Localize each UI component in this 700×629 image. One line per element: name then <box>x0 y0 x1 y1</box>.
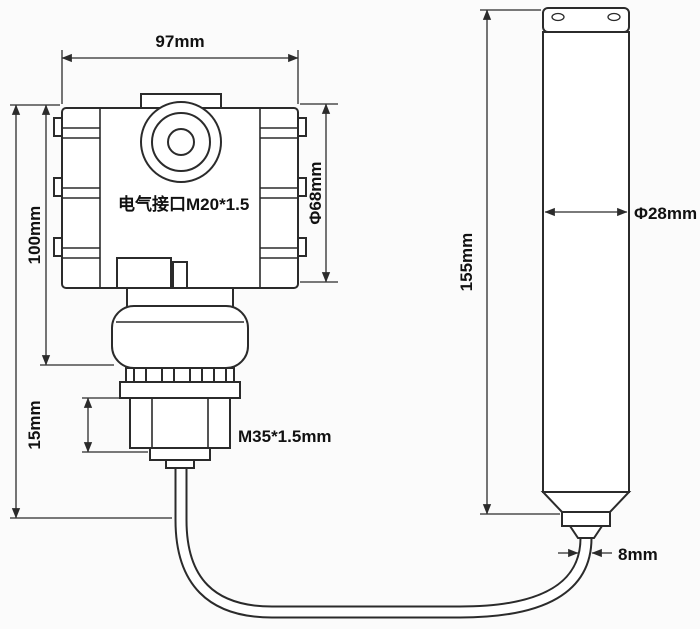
bolt-head <box>161 367 175 383</box>
terminal-block <box>172 261 188 289</box>
dim-label-flange-height: 15mm <box>25 400 44 449</box>
process-connection-barrel <box>111 305 249 369</box>
level-probe <box>540 7 632 539</box>
cable-outline <box>174 466 593 619</box>
bolt-head <box>189 367 203 383</box>
dim-overall-left <box>10 104 172 519</box>
transmitter-housing <box>53 93 307 469</box>
flange <box>119 367 241 399</box>
mounting-nut <box>129 397 231 469</box>
cap-tab <box>297 237 307 257</box>
dim-cable-diameter: 8mm <box>558 545 658 564</box>
cap-tab <box>297 117 307 137</box>
label-mounting-thread: M35*1.5mm <box>238 427 332 446</box>
dim-housing-width: 97mm <box>61 32 299 104</box>
left-cap-ribs <box>53 117 100 259</box>
dim-probe-diameter: Φ28mm <box>544 204 697 223</box>
cap-tab <box>53 117 63 137</box>
flange-plate <box>119 381 241 399</box>
probe-nozzle-base <box>561 511 611 527</box>
cap-tab <box>297 177 307 197</box>
dim-label-probe-length: 155mm <box>457 233 476 292</box>
cable-gland-tip <box>165 459 195 469</box>
dim-label-probe-diameter: Φ28mm <box>634 204 697 223</box>
bolt-head <box>133 367 147 383</box>
right-cap-ribs <box>260 117 307 259</box>
dim-housing-height: 100mm <box>25 104 114 366</box>
probe-body <box>542 31 630 493</box>
dim-label-housing-height: 100mm <box>25 206 44 265</box>
cable-entry-port <box>140 101 222 183</box>
terminal-bracket <box>116 257 172 289</box>
connection-cable <box>174 466 593 619</box>
cap-hole <box>607 12 621 22</box>
probe-nozzle <box>568 525 604 539</box>
cable-core <box>176 466 591 617</box>
nut-body <box>129 397 231 449</box>
cap-hole <box>551 12 565 22</box>
dim-probe-length: 155mm <box>457 9 560 515</box>
bolt-head <box>213 367 227 383</box>
dim-housing-diameter: Φ68mm <box>300 103 338 283</box>
cap-tab <box>53 237 63 257</box>
cap-tab <box>53 177 63 197</box>
probe-taper <box>540 491 632 513</box>
dim-label-housing-diameter: Φ68mm <box>306 161 325 224</box>
label-electrical-interface: 电气接口M20*1.5 <box>118 194 249 214</box>
port-inner-ring <box>167 128 195 156</box>
dim-label-cable-diameter: 8mm <box>618 545 658 564</box>
cable-gland <box>149 447 211 461</box>
dim-label-housing-width: 97mm <box>155 32 204 51</box>
dim-flange-height: 15mm <box>25 397 148 453</box>
